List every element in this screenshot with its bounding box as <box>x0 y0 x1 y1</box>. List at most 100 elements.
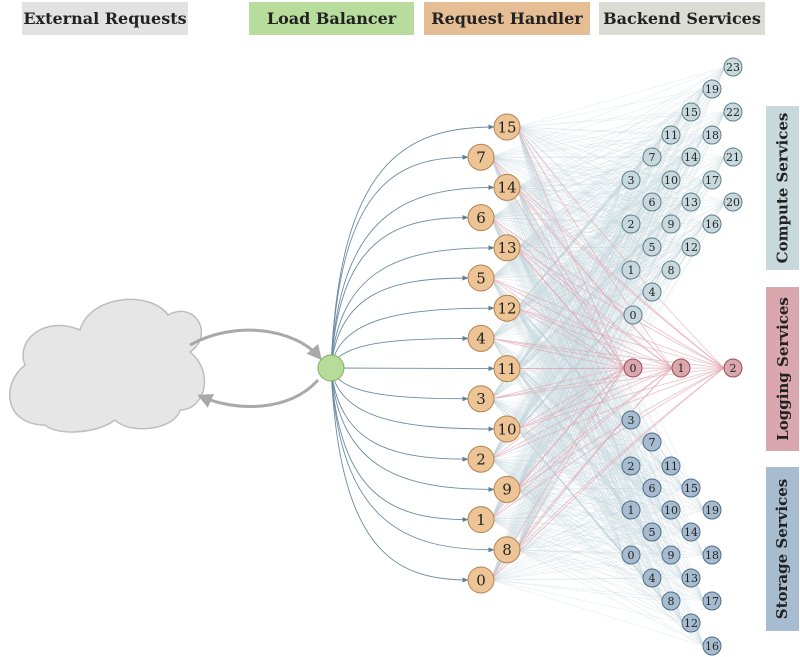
compute-node-0-label: 0 <box>630 309 637 322</box>
storage-node-4-label: 4 <box>649 572 656 585</box>
storage-node-3-label: 3 <box>628 414 635 427</box>
compute-node-17: 17 <box>702 170 722 190</box>
compute-node-10-label: 10 <box>664 174 678 187</box>
compute-node-5-label: 5 <box>649 241 656 254</box>
storage-node-13-label: 13 <box>684 572 698 585</box>
balancer-to-cloud-arrow <box>197 379 320 409</box>
compute-node-19: 19 <box>702 79 722 99</box>
handler-node-10-label: 10 <box>497 420 516 438</box>
handler-node-6-label: 6 <box>476 209 486 227</box>
handler-node-8-label: 8 <box>502 541 512 559</box>
nodes-layer: 1571461351241131029180012345678910111213… <box>317 57 743 656</box>
storage-node-9-label: 9 <box>668 549 675 562</box>
compute-node-6: 6 <box>642 192 662 212</box>
side-label-logging: Logging Services <box>766 287 799 451</box>
storage-node-4: 4 <box>642 568 662 588</box>
compute-node-17-label: 17 <box>705 174 719 187</box>
handler-node-14-label: 14 <box>497 179 516 197</box>
compute-node-15-label: 15 <box>684 106 698 119</box>
handler-node-5-label: 5 <box>476 269 486 287</box>
handler-node-15-label: 15 <box>497 118 516 136</box>
compute-node-13-label: 13 <box>684 196 698 209</box>
handler-node-0: 0 <box>467 566 495 594</box>
handler-node-3: 3 <box>467 385 495 413</box>
compute-node-21-label: 21 <box>726 151 740 164</box>
compute-node-7: 7 <box>642 147 662 167</box>
storage-node-13: 13 <box>681 568 701 588</box>
compute-node-12-label: 12 <box>684 241 698 254</box>
storage-node-17-label: 17 <box>705 595 719 608</box>
compute-node-20: 20 <box>723 192 743 212</box>
compute-node-12: 12 <box>681 237 701 257</box>
storage-node-11: 11 <box>661 456 681 476</box>
external-cloud <box>9 298 206 433</box>
handler-node-1-label: 1 <box>476 511 486 529</box>
compute-node-9-label: 9 <box>668 218 675 231</box>
compute-node-0: 0 <box>623 305 643 325</box>
compute-node-5: 5 <box>642 237 662 257</box>
compute-node-22: 22 <box>723 102 743 122</box>
header-load-balancer: Load Balancer <box>249 2 414 35</box>
storage-node-7-label: 7 <box>649 436 656 449</box>
load-balancer-node <box>317 354 345 382</box>
storage-node-12-label: 12 <box>684 617 698 630</box>
compute-node-16: 16 <box>702 214 722 234</box>
compute-node-10: 10 <box>661 170 681 190</box>
handler-node-2: 2 <box>467 445 495 473</box>
storage-node-10-label: 10 <box>664 504 678 517</box>
storage-node-14: 14 <box>681 522 701 542</box>
storage-node-2-label: 2 <box>628 460 635 473</box>
handler-node-4: 4 <box>467 324 495 352</box>
cloud-to-balancer-arrow <box>189 328 322 361</box>
storage-node-9: 9 <box>661 545 681 565</box>
handler-node-9-label: 9 <box>502 481 512 499</box>
storage-node-2: 2 <box>621 456 641 476</box>
compute-node-8-label: 8 <box>668 264 675 277</box>
storage-node-14-label: 14 <box>684 526 698 539</box>
side-label-storage: Storage Services <box>766 467 799 631</box>
storage-node-16-label: 16 <box>705 640 719 653</box>
storage-node-5-label: 5 <box>649 526 656 539</box>
handler-node-9: 9 <box>493 475 521 503</box>
compute-node-13: 13 <box>681 192 701 212</box>
storage-node-0-label: 0 <box>628 549 635 562</box>
logging-node-2: 2 <box>723 358 743 378</box>
handler-node-12: 12 <box>493 294 521 322</box>
logging-node-1: 1 <box>671 358 691 378</box>
compute-node-20-label: 20 <box>726 196 740 209</box>
balancer-handler-edges <box>330 124 495 583</box>
compute-node-1-label: 1 <box>628 264 635 277</box>
compute-node-19-label: 19 <box>705 83 719 96</box>
header-external-requests: External Requests <box>22 2 188 35</box>
compute-node-2: 2 <box>621 214 641 234</box>
handler-node-14: 14 <box>493 173 521 201</box>
compute-node-7-label: 7 <box>649 151 656 164</box>
storage-node-3: 3 <box>621 410 641 430</box>
compute-node-23: 23 <box>723 57 743 77</box>
storage-node-19-label: 19 <box>705 504 719 517</box>
header-backend-services: Backend Services <box>599 2 765 35</box>
compute-node-15: 15 <box>681 102 701 122</box>
handler-node-4-label: 4 <box>476 330 486 348</box>
compute-node-1: 1 <box>621 260 641 280</box>
logging-node-1-label: 1 <box>678 362 685 375</box>
storage-node-12: 12 <box>681 613 701 633</box>
storage-node-5: 5 <box>642 522 662 542</box>
handler-node-13: 13 <box>493 234 521 262</box>
storage-node-0: 0 <box>621 545 641 565</box>
handler-node-2-label: 2 <box>476 450 486 468</box>
handler-node-10: 10 <box>493 415 521 443</box>
storage-node-10: 10 <box>661 500 681 520</box>
handler-node-13-label: 13 <box>497 239 516 257</box>
handler-node-12-label: 12 <box>497 299 516 317</box>
storage-node-1-label: 1 <box>628 504 635 517</box>
storage-node-18: 18 <box>702 545 722 565</box>
handler-node-6: 6 <box>467 204 495 232</box>
compute-node-23-label: 23 <box>726 61 740 74</box>
handler-backend-mesh <box>490 66 726 647</box>
compute-node-14-label: 14 <box>684 151 698 164</box>
compute-node-14: 14 <box>681 147 701 167</box>
logging-node-0: 0 <box>623 358 643 378</box>
logging-node-2-label: 2 <box>730 362 737 375</box>
